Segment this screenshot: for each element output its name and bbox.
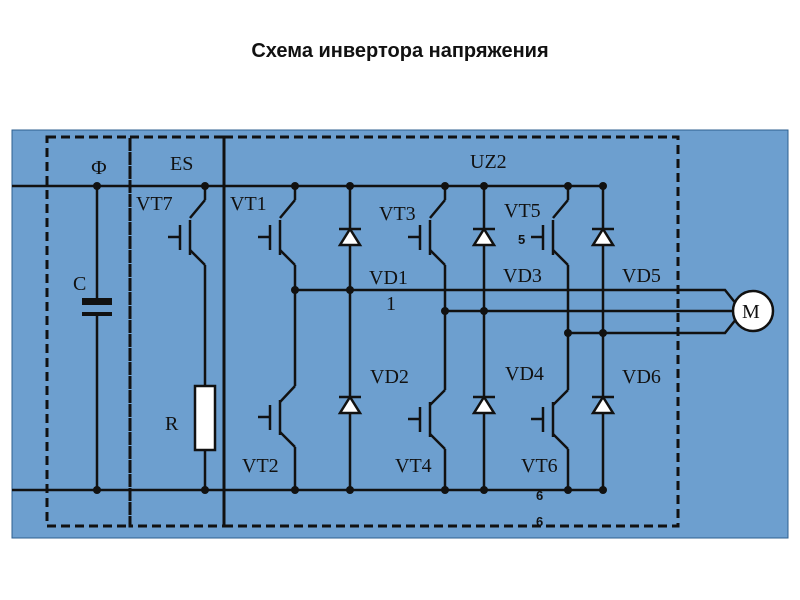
transistor-vt2 bbox=[258, 385, 299, 494]
page-title: Схема инвертора напряжения bbox=[251, 40, 549, 62]
vt2-label: VT2 bbox=[242, 455, 279, 477]
vt1-label: VT1 bbox=[230, 193, 267, 215]
stray-label-6a: 6 bbox=[536, 488, 543, 503]
vd2-label: VD2 bbox=[370, 366, 409, 388]
capacitor-label: C bbox=[73, 273, 86, 295]
transistor-vt4 bbox=[408, 389, 449, 494]
diode-vd1 bbox=[337, 182, 363, 490]
vt4-label: VT4 bbox=[395, 455, 432, 477]
vd1-label: VD1 bbox=[369, 267, 408, 289]
resistor-r bbox=[193, 384, 217, 494]
phase-b-output bbox=[441, 307, 732, 315]
diode-vd6 bbox=[590, 395, 616, 494]
motor-label: M bbox=[742, 301, 760, 323]
vt5-label: VT5 bbox=[504, 200, 541, 222]
stray-label-6b: 6 bbox=[536, 514, 543, 529]
transistor-vt7 bbox=[168, 182, 209, 386]
filter-block-border bbox=[45, 135, 132, 528]
vt3-label: VT3 bbox=[379, 203, 416, 225]
uz2-block-border bbox=[222, 135, 680, 528]
transistor-vt1 bbox=[258, 182, 299, 386]
resistor-label: R bbox=[165, 413, 179, 435]
stray-label-5: 5 bbox=[518, 232, 525, 247]
capacitor-c bbox=[82, 182, 112, 494]
diode-vd3 bbox=[471, 182, 497, 490]
transistor-vt6 bbox=[531, 389, 572, 494]
vd3-label: VD3 bbox=[503, 265, 542, 287]
vd4-label: VD4 bbox=[505, 363, 544, 385]
vt6-label: VT6 bbox=[521, 455, 558, 477]
uz2-label: UZ2 bbox=[470, 151, 507, 173]
phase-a-output bbox=[291, 286, 738, 306]
vd5-label: VD5 bbox=[622, 265, 661, 287]
vt7-label: VT7 bbox=[136, 193, 173, 215]
diode-vd2 bbox=[337, 395, 363, 494]
transistor-vt3 bbox=[408, 182, 449, 390]
diode-vd5 bbox=[590, 182, 616, 490]
es-label: ES bbox=[170, 153, 193, 175]
phase-c-output bbox=[564, 317, 738, 337]
stray-label-1: 1 bbox=[386, 293, 396, 315]
diode-vd4 bbox=[471, 395, 497, 494]
phi-label: Ф bbox=[91, 157, 107, 179]
motor-m bbox=[731, 289, 775, 333]
transistor-vt5 bbox=[531, 182, 572, 390]
vd6-label: VD6 bbox=[622, 366, 661, 388]
